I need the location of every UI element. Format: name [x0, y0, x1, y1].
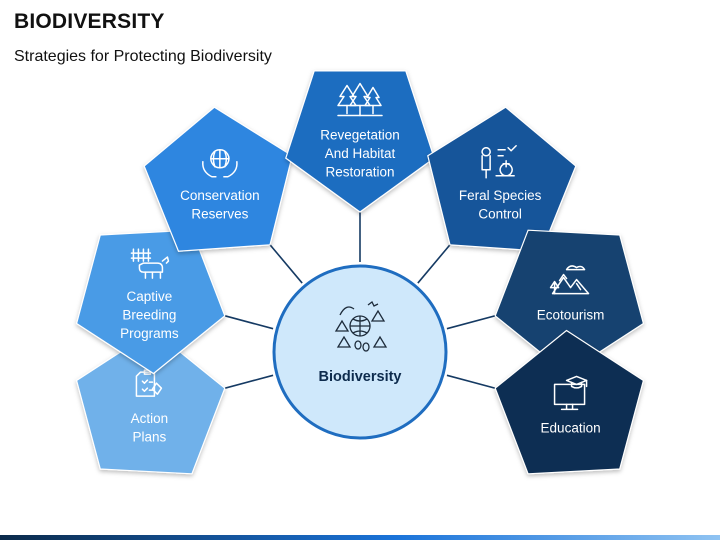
label-line: Plans [133, 430, 167, 445]
pentagon-education [494, 329, 645, 475]
monitor-cap-icon [553, 375, 588, 411]
label-line: Captive [127, 289, 173, 304]
pentagon-feral-species [427, 106, 577, 252]
label-line: Feral Species [459, 188, 542, 203]
label-line: Breeding [122, 308, 176, 323]
label-line: And Habitat [325, 146, 396, 161]
label-line: Control [478, 206, 522, 221]
label-line: Reserves [191, 206, 248, 221]
mountain-icon [549, 265, 590, 295]
pentagon-conservation-reserves [143, 106, 293, 252]
hub: Biodiversity [272, 264, 448, 440]
hub-circle [272, 264, 448, 440]
page-title: BIODIVERSITY [14, 10, 165, 33]
label-line: Conservation [180, 188, 260, 203]
monitoring-icon [481, 145, 517, 179]
pentagon-revegetation [285, 70, 435, 213]
bottom-accent-bar [0, 535, 720, 540]
label-line: Programs [120, 326, 179, 341]
globe-hands-icon [202, 149, 238, 178]
trees-icon [337, 82, 383, 117]
label-line: Education [541, 420, 601, 435]
segment-education: Education [494, 329, 645, 475]
page-subtitle: Strategies for Protecting Biodiversity [14, 48, 272, 65]
label-education: Education [541, 420, 601, 435]
label-ecotourism: Ecotourism [537, 308, 605, 323]
label-line: Restoration [325, 165, 394, 180]
cow-fence-icon [130, 248, 170, 279]
label-line: Revegetation [320, 128, 400, 143]
label-line: Action [131, 411, 169, 426]
ecosystem-icon [334, 301, 388, 352]
hub-label: Biodiversity [319, 369, 402, 385]
label-line: Ecotourism [537, 308, 605, 323]
